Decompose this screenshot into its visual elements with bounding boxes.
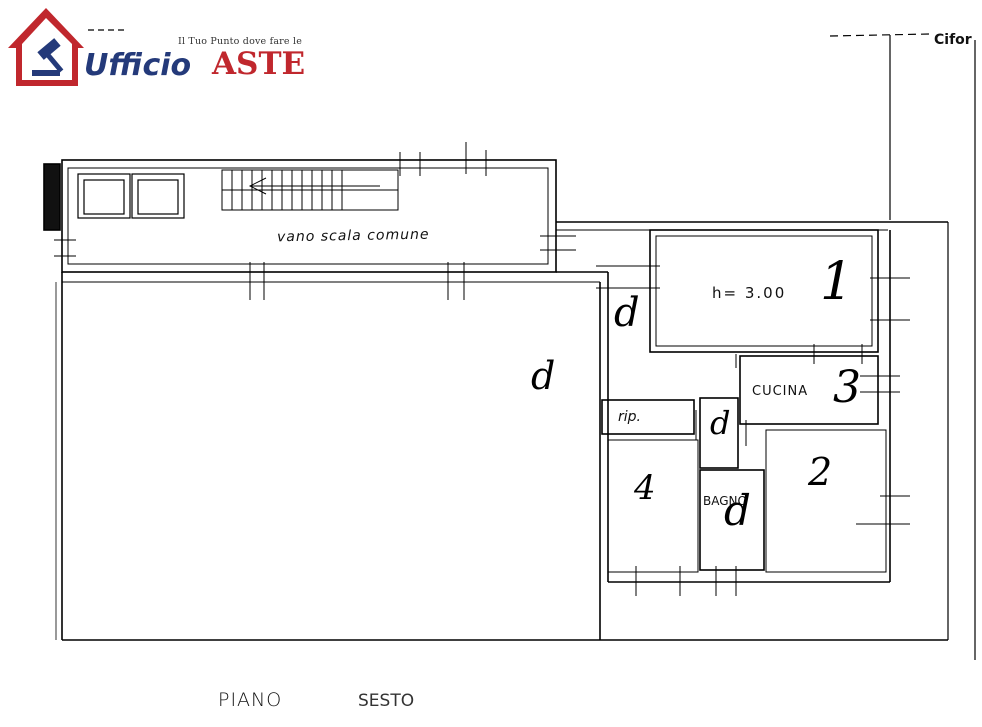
elevator-shafts [77, 173, 185, 219]
door-mark: d [614, 290, 640, 336]
building-walls [55, 159, 948, 641]
door-mark: d [531, 354, 556, 398]
ufficio-aste-logo: Il Tuo Punto dove fare le Ufficio ASTE [6, 4, 316, 90]
room-number-1: 1 [820, 252, 854, 312]
logo-name-aste: ASTE [212, 46, 306, 82]
logo-tagline: Il Tuo Punto dove fare le [178, 36, 303, 47]
room-number-2: 2 [808, 450, 833, 494]
door-mark: d [724, 486, 751, 535]
door-mark: d [710, 404, 731, 442]
kitchen-label: CUCINA [752, 384, 809, 399]
room-number-4: 4 [634, 468, 656, 508]
floor-title-level: SESTO [358, 691, 415, 711]
logo-name-ufficio: Ufficio [84, 48, 192, 83]
outer-boundary [88, 29, 976, 660]
height-label: h= 3.00 [712, 284, 787, 302]
bathroom-label: BAGNO [703, 494, 747, 508]
staircase [221, 169, 399, 211]
window-block [43, 163, 61, 231]
room-number-3: 3 [833, 362, 861, 413]
floor-title-piano: PIANO [218, 689, 283, 711]
house-gavel-icon [8, 8, 84, 86]
stair-label: vano scala comune [276, 226, 430, 246]
corner-label: Cifor [934, 32, 972, 48]
dimension-ticks [54, 142, 910, 596]
storage-label: rip. [618, 409, 641, 425]
